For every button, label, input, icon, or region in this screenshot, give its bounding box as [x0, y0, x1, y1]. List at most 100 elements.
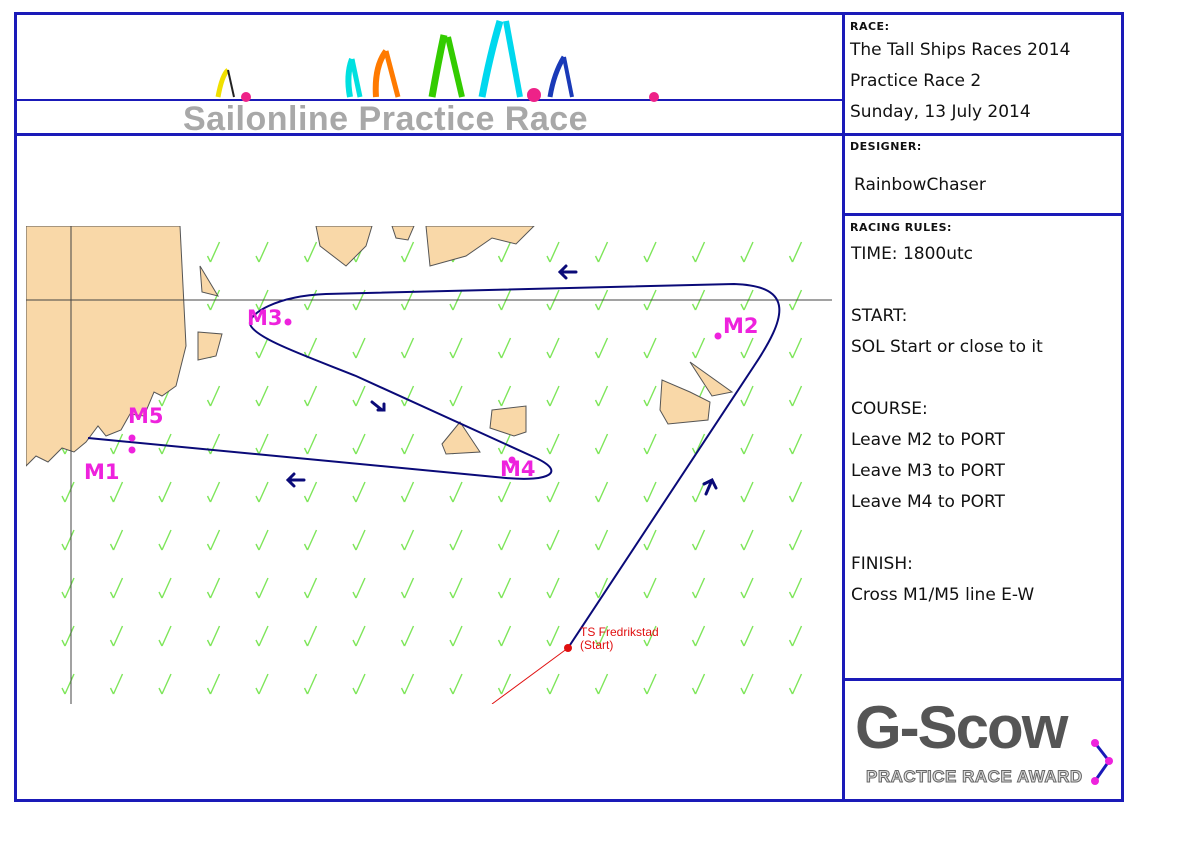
mark-label-m4: M4 [500, 457, 536, 481]
wind-arrow [691, 241, 706, 263]
banner-title: Sailonline Practice Race [183, 100, 589, 138]
start-line [491, 647, 569, 704]
mark-dot [128, 434, 136, 442]
mark-label-m3: M3 [247, 306, 283, 330]
wind-arrow [740, 433, 754, 455]
wind-arrow [61, 577, 75, 599]
rules-heading: RACING RULES: [850, 221, 952, 234]
island [489, 405, 527, 437]
award-course-icon [1091, 739, 1113, 785]
wind-arrow [400, 625, 415, 647]
wind-arrow [740, 673, 754, 695]
wind-arrow [400, 385, 415, 407]
wind-arrow [740, 625, 754, 647]
wind-arrow [497, 337, 512, 359]
wind-arrow [449, 385, 463, 407]
wind-arrow [61, 673, 75, 695]
wind-arrow [255, 529, 269, 551]
wind-arrow [109, 433, 124, 455]
wind-arrow [497, 385, 512, 407]
start-label-note: (Start) [580, 638, 614, 652]
island [425, 226, 535, 267]
island [199, 265, 220, 297]
rules-time: TIME: 1800utc [851, 244, 973, 264]
mark-label-m1: M1 [84, 460, 120, 484]
island [315, 226, 373, 267]
gscow-logo: G-Scow [855, 694, 1068, 761]
header-divider [14, 133, 1124, 136]
wind-arrow [255, 337, 269, 359]
island [391, 226, 415, 241]
wind-arrow [788, 433, 803, 455]
wind-arrow [303, 577, 318, 599]
wind-arrow [109, 673, 124, 695]
wind-arrow [61, 481, 75, 503]
wind-arrow [449, 625, 463, 647]
wind-arrow [206, 241, 221, 263]
designer-name: RainbowChaser [854, 175, 986, 195]
wind-arrow [158, 625, 172, 647]
start-label-name: TS Fredrikstad [580, 625, 659, 639]
wind-arrow [497, 673, 512, 695]
wind-arrow [206, 385, 221, 407]
wind-arrow [788, 673, 803, 695]
wind-arrow [643, 577, 657, 599]
course-heading: COURSE: [851, 399, 928, 419]
wind-arrow [788, 625, 803, 647]
mark-label-m5: M5 [128, 404, 164, 428]
start-point [564, 644, 572, 652]
course-route [87, 282, 781, 649]
wind-arrow [255, 481, 269, 503]
wind-arrow [594, 673, 609, 695]
wind-arrow [740, 337, 754, 359]
wind-arrow [352, 673, 366, 695]
course-line: Leave M4 to PORT [851, 492, 1005, 512]
wind-arrow [206, 625, 221, 647]
wind-arrow [206, 577, 221, 599]
course-direction-arrow [370, 400, 386, 412]
mark-label-m2: M2 [723, 314, 759, 338]
course-direction-arrow [557, 264, 578, 280]
wind-arrow [497, 529, 512, 551]
wind-arrow [206, 481, 221, 503]
wind-arrow [109, 529, 124, 551]
start-label: TS Fredrikstad (Start) [580, 626, 659, 652]
wind-arrow [691, 625, 706, 647]
sails-logo [215, 20, 659, 102]
wind-arrow [255, 625, 269, 647]
wind-arrow [303, 337, 318, 359]
wind-arrow [788, 481, 803, 503]
wind-arrow [303, 673, 318, 695]
wind-arrow [255, 433, 269, 455]
wind-arrow [546, 577, 560, 599]
island [197, 331, 223, 361]
wind-arrow [255, 673, 269, 695]
wind-arrow [352, 481, 366, 503]
wind-arrow [546, 433, 560, 455]
wind-arrow [788, 337, 803, 359]
wind-arrow [206, 529, 221, 551]
wind-arrow [594, 529, 609, 551]
island [689, 361, 734, 397]
wind-arrow [255, 577, 269, 599]
designer-divider [842, 213, 1124, 216]
island [441, 421, 481, 455]
wind-arrow [643, 529, 657, 551]
wind-arrow [352, 625, 366, 647]
course-direction-arrow [702, 477, 718, 496]
wind-arrow [546, 241, 560, 263]
wind-arrow [352, 433, 366, 455]
wind-arrow [400, 433, 415, 455]
wind-arrow [546, 481, 560, 503]
wind-arrow [352, 337, 366, 359]
wind-arrow [352, 529, 366, 551]
wind-arrow [643, 241, 657, 263]
column-divider [842, 12, 845, 802]
wind-arrow [400, 529, 415, 551]
mainland-land [26, 226, 187, 467]
wind-arrow [594, 625, 609, 647]
wind-arrow [158, 433, 172, 455]
wind-arrow [497, 577, 512, 599]
course-line: Leave M3 to PORT [851, 461, 1005, 481]
wind-arrow [643, 385, 657, 407]
